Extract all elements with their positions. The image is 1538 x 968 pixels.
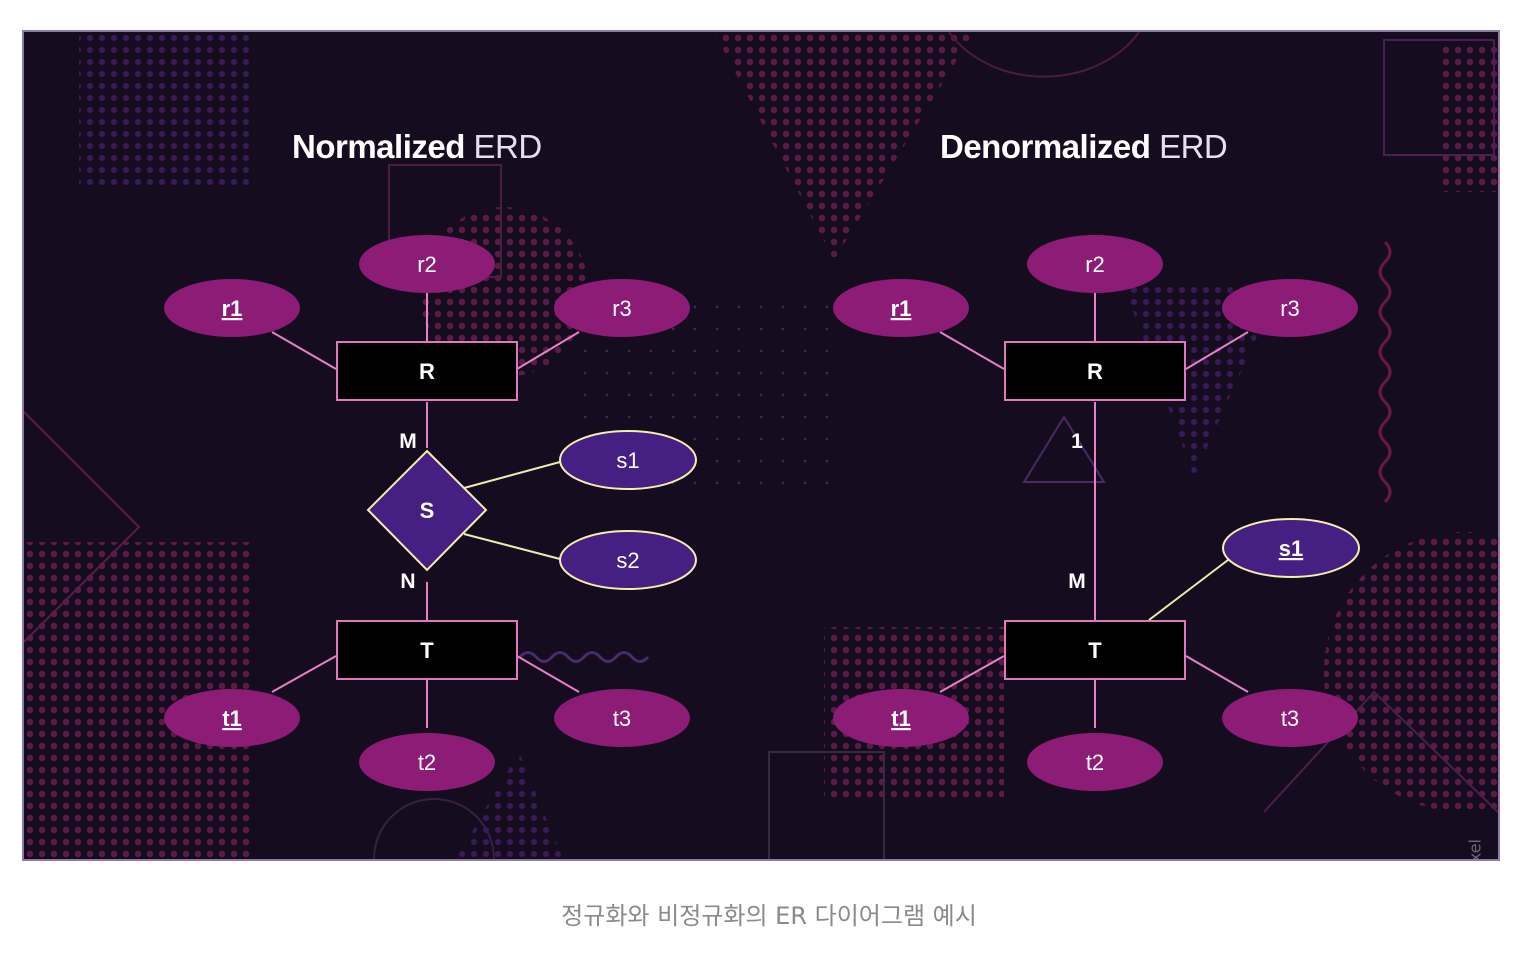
- entity-box: [1004, 341, 1186, 401]
- connector-line: [463, 461, 561, 489]
- attribute-label: r2: [417, 252, 437, 277]
- attribute-label: r1: [891, 296, 912, 321]
- attribute-ellipse: [833, 279, 969, 337]
- entity-box: [1004, 620, 1186, 680]
- dot-block: [79, 32, 254, 187]
- entity-box: [336, 341, 518, 401]
- cardinality-label: 1: [1071, 430, 1083, 453]
- relationship-label: S: [420, 498, 435, 523]
- attribute-ellipse: [1222, 518, 1360, 578]
- attribute-ellipse: [559, 430, 697, 490]
- attribute-ellipse: [559, 530, 697, 590]
- connector-line: [939, 655, 1005, 693]
- cardinality-label: M: [1068, 570, 1086, 593]
- attribute-ellipse: [1027, 733, 1163, 791]
- outline-corner: [24, 411, 141, 643]
- attribute-ellipse: [359, 733, 495, 791]
- attribute-label: r1: [222, 296, 243, 321]
- attribute-ellipse: [164, 689, 300, 747]
- normalized-title: Normalized ERD: [292, 128, 542, 165]
- outline-square: [768, 751, 885, 859]
- attribute-ellipse: [359, 235, 495, 293]
- dot-triangle: [714, 32, 974, 260]
- squiggle: [1378, 240, 1392, 504]
- connector-line: [1185, 331, 1249, 370]
- attribute-label: t2: [1086, 750, 1104, 775]
- attribute-label: t1: [891, 706, 911, 731]
- entity-label: R: [419, 359, 435, 384]
- cardinality-label: N: [400, 570, 415, 593]
- attribute-label: s1: [1279, 536, 1303, 561]
- connector-line: [939, 331, 1005, 370]
- squiggle: [518, 651, 650, 663]
- figure-caption: 정규화와 비정규화의 ER 다이어그램 예시: [561, 902, 977, 930]
- entity-label: R: [1087, 359, 1103, 384]
- connector-line: [516, 655, 580, 693]
- connector-line: [463, 533, 561, 560]
- outline-triangle: [1022, 415, 1106, 483]
- watermark: rawpixel: [1465, 839, 1484, 859]
- dot-triangle: [1124, 287, 1279, 477]
- attribute-ellipse: [1222, 689, 1358, 747]
- entity-label: T: [1088, 638, 1102, 663]
- cardinality-label: M: [399, 430, 417, 453]
- attribute-ellipse: [1222, 279, 1358, 337]
- outline-arc: [948, 32, 1140, 78]
- outline-square: [1383, 39, 1495, 156]
- dot-block: [1439, 42, 1498, 192]
- attribute-label: t3: [613, 706, 631, 731]
- attribute-label: t1: [222, 706, 242, 731]
- connector-line: [1185, 655, 1249, 693]
- attribute-label: s2: [616, 548, 639, 573]
- entity-box: [336, 620, 518, 680]
- attribute-label: r3: [1280, 296, 1300, 321]
- connector-line: [1148, 559, 1229, 621]
- entity-label: T: [420, 638, 434, 663]
- dot-triangle: [455, 752, 563, 859]
- connector-line: [271, 655, 337, 693]
- attribute-label: r2: [1085, 252, 1105, 277]
- outline-arc: [373, 798, 495, 859]
- attribute-ellipse: [554, 689, 690, 747]
- attribute-ellipse: [554, 279, 690, 337]
- outline-corner: [1263, 690, 1498, 813]
- attribute-label: s1: [616, 448, 639, 473]
- connector-line: [516, 331, 580, 370]
- attribute-label: t3: [1281, 706, 1299, 731]
- attribute-ellipse: [164, 279, 300, 337]
- attribute-label: r3: [612, 296, 632, 321]
- attribute-label: t2: [418, 750, 436, 775]
- dot-circle: [1324, 532, 1498, 812]
- attribute-ellipse: [1027, 235, 1163, 293]
- attribute-ellipse: [833, 689, 969, 747]
- denormalized-title: Denormalized ERD: [940, 128, 1228, 165]
- connector-line: [271, 331, 337, 370]
- relationship-diamond: [366, 449, 488, 572]
